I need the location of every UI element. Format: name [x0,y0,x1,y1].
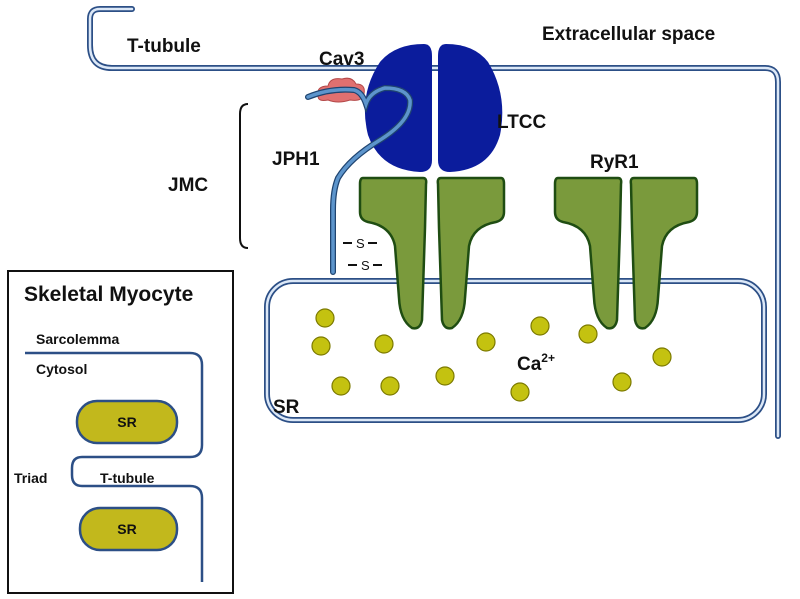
ltcc-channel [364,44,503,172]
jmc-bracket [239,103,249,249]
inset-sr-top [75,399,179,445]
ryr1-subunit [629,176,699,330]
calcium-ions [311,308,672,402]
sr-membrane [264,278,767,423]
ltcc-right-subunit [438,44,503,172]
calcium-ion [612,372,632,392]
inset-sr-bottom [78,506,179,552]
calcium-ion [380,376,400,396]
disulfide-label: S [361,258,370,273]
ryr1-subunit [553,176,623,330]
inset-sarcolemma-line [25,351,204,582]
inset-title: Skeletal Myocyte [24,283,193,306]
t-tubule-label: T-tubule [127,36,201,57]
calcium-label: Ca2+ [517,351,555,375]
skeletal-myocyte-inset: Skeletal Myocyte Sarcolemma Cytosol SR T… [7,270,234,594]
calcium-ion [435,366,455,386]
calcium-ion [652,347,672,367]
calcium-ion [374,334,394,354]
calcium-ion [311,336,331,356]
inset-sr-bottom-label: SR [117,521,136,537]
calcium-ion [578,324,598,344]
triad-label: Triad [14,470,47,486]
t-tubule-membrane [87,6,781,439]
ltcc-left-subunit [364,44,432,172]
cytosol-label: Cytosol [36,361,87,377]
ryr1-label: RyR1 [590,152,639,173]
inset-t-tubule-label: T-tubule [100,470,155,486]
calcium-ion [510,382,530,402]
cav3-label: Cav3 [319,49,364,70]
inset-sr-top-label: SR [117,414,136,430]
calcium-ion [331,376,351,396]
ryr1-subunit [436,176,506,330]
sr-label: SR [273,397,300,418]
extracellular-space-label: Extracellular space [542,24,715,45]
jph1-label: JPH1 [272,149,320,170]
disulfide-bonds: S S [343,236,382,273]
ryr1-subunit [358,176,428,330]
calcium-ion [315,308,335,328]
ryr1-pair-1 [358,176,506,330]
disulfide-label: S [356,236,365,251]
ltcc-label: LTCC [497,112,547,133]
ryr1-pair-2 [553,176,699,330]
calcium-ion [530,316,550,336]
jmc-label: JMC [168,175,208,196]
sarcolemma-label: Sarcolemma [36,331,119,347]
jph1-protein [305,84,414,275]
calcium-ion [476,332,496,352]
